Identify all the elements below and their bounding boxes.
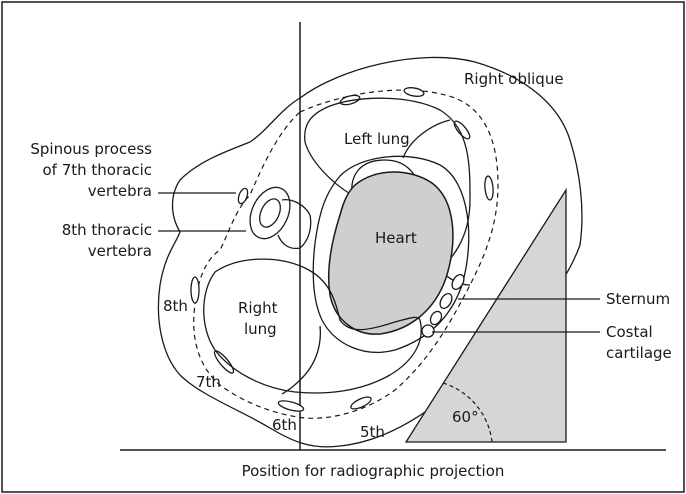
right-lung-fold [282,326,320,394]
eighth-thoracic-vertebra-body [242,181,297,245]
rib-label-7th: 7th [196,373,221,391]
spinous-process-label-line1: Spinous process [30,140,152,158]
eighth-vertebra-label-line1: 8th thoracic [62,221,152,239]
vertebra-facet [278,200,311,249]
costal-cartilage-label-line2: cartilage [606,344,672,362]
sternum-segment [450,273,467,292]
right-lung-label-line2: lung [244,320,277,338]
figure-caption: Position for radiographic projection [242,462,505,480]
sternum-label: Sternum [606,290,670,308]
rib-label-5th: 5th [360,423,385,441]
heart-label: Heart [375,229,417,247]
rib-segment [191,277,199,303]
rib-label-8th: 8th [163,297,188,315]
angle-label: 60° [452,408,479,426]
eighth-thoracic-vertebra-inner [256,196,285,231]
eighth-vertebra-label-line2: vertebra [88,242,152,260]
rib-segment [212,349,236,376]
rib-label-6th: 6th [272,416,297,434]
rib-segment [237,187,250,205]
spinous-process-label-line3: vertebra [88,182,152,200]
heart-shape [329,172,453,334]
spinous-process-label-line2: of 7th thoracic [42,161,152,179]
costal-cartilage-label-line1: Costal [606,323,653,341]
rib-segment [403,86,424,97]
right-lung-label-line1: Right [238,299,278,317]
costal-cartilage-segment [428,309,444,326]
costal-cartilage-segment [422,325,434,337]
right-oblique-label: Right oblique [464,70,564,88]
left-lung-label: Left lung [344,130,410,148]
rib-segment [484,176,494,201]
